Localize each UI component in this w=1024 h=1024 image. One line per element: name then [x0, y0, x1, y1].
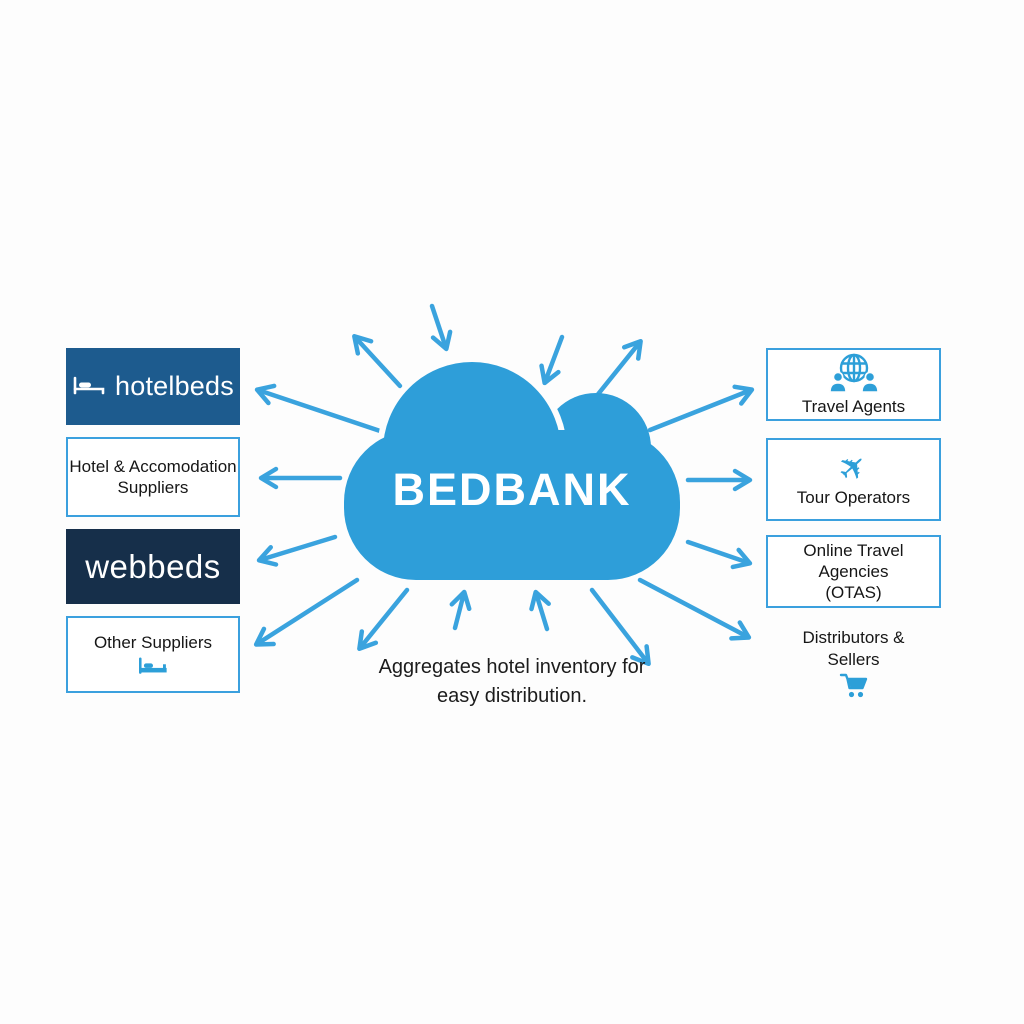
arrow-top-left-out: [352, 334, 403, 389]
arrow-group: [253, 303, 755, 667]
arrow-top-in-2: [539, 334, 565, 386]
bed-icon: [137, 657, 169, 677]
otas-label: Online Travel Agencies (OTAS): [803, 540, 904, 603]
other-suppliers-label: Other Suppliers: [93, 632, 213, 652]
box-travel-agents: Travel Agents: [766, 348, 941, 421]
hotel-suppliers-label: Hotel & Accomodation Suppliers: [69, 456, 237, 497]
globe-users-icon: [827, 352, 881, 394]
arrow-bottom-left-out: [357, 587, 410, 652]
box-hotelbeds: hotelbeds: [66, 348, 240, 425]
box-online-travel-agencies: Online Travel Agencies (OTAS): [766, 535, 941, 608]
arrow-top-right-out: [592, 338, 643, 401]
arrow-to-distributors: [637, 577, 752, 641]
box-hotel-accomodation-suppliers: Hotel & Accomodation Suppliers: [66, 437, 240, 517]
box-other-suppliers: Other Suppliers: [66, 616, 240, 693]
box-webbeds: webbeds: [66, 529, 240, 604]
arrow-to-other-suppliers: [253, 577, 360, 647]
bedbank-cloud-label: BEDBANK: [392, 464, 632, 515]
tour-operators-label: Tour Operators: [796, 487, 911, 507]
arrow-to-travel-agents: [647, 384, 755, 433]
arrow-to-hotelbeds: [254, 383, 401, 440]
caption: Aggregates hotel inventory for easy dist…: [378, 656, 646, 707]
arrow-to-webbeds: [256, 534, 338, 567]
arrow-to-otas: [685, 539, 753, 570]
arrow-bottom-in-1: [449, 589, 472, 631]
bed-icon: [72, 376, 106, 398]
arrow-top-in-1: [429, 303, 453, 352]
travel-agents-label: Travel Agents: [801, 396, 906, 416]
plane-icon: ✈: [829, 443, 878, 493]
arrow-bottom-right-out: [589, 587, 651, 667]
arrow-bottom-in-2: [529, 589, 551, 632]
webbeds-logo-text: webbeds: [85, 547, 221, 585]
distributors-label: Distributors & Sellers: [802, 628, 905, 669]
hotelbeds-logo-text: hotelbeds: [115, 371, 234, 401]
block-distributors-sellers: Distributors & Sellers: [766, 620, 941, 706]
cart-icon: [839, 672, 869, 699]
box-tour-operators: ✈ Tour Operators: [766, 438, 941, 521]
bedbank-cloud-shape: [344, 356, 680, 580]
